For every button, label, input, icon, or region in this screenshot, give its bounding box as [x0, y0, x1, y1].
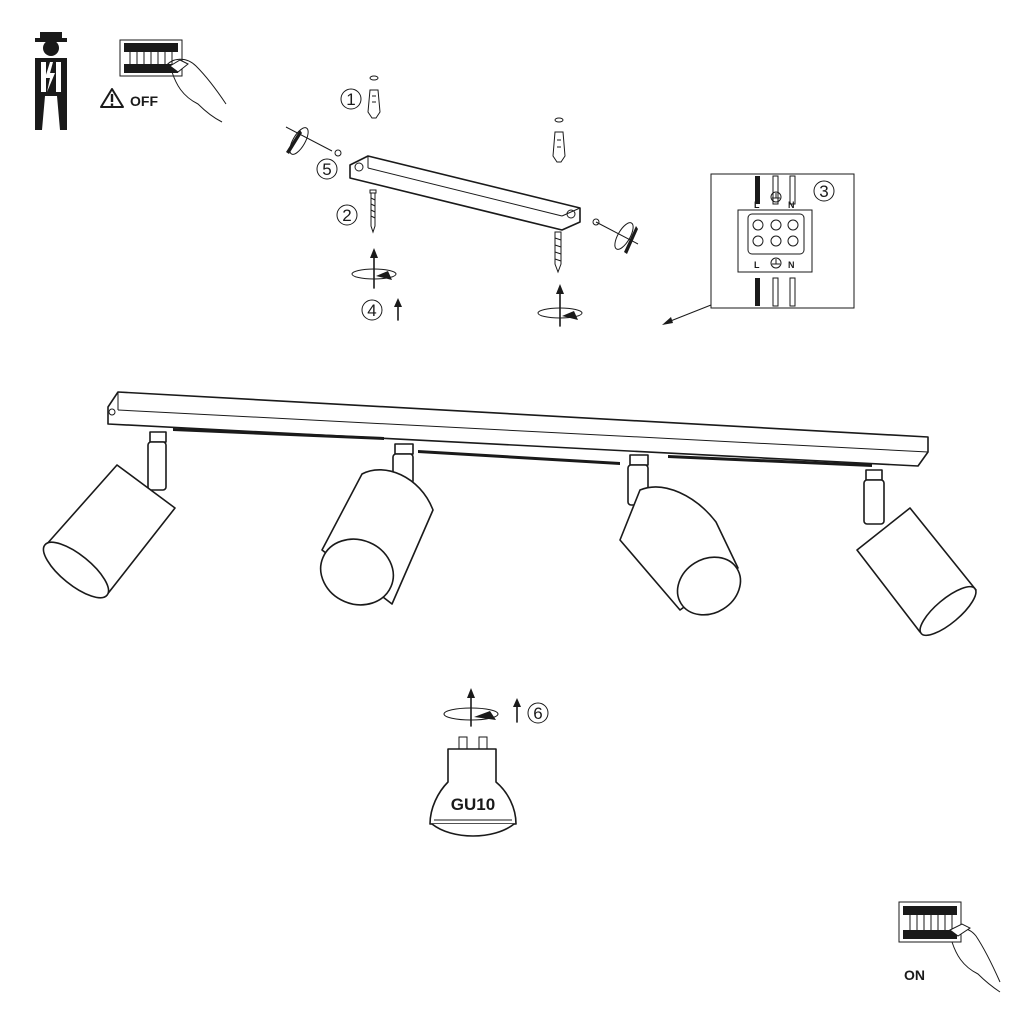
off-label: OFF	[130, 93, 158, 109]
up-arrow-step-6	[513, 698, 521, 723]
bulb-type-label: GU10	[451, 795, 495, 814]
rotate-arrow-right	[537, 284, 583, 327]
terminal-block-detail	[710, 173, 855, 309]
step-3-number: 3	[819, 182, 828, 201]
step-5-number: 5	[322, 160, 331, 179]
spot-head-3	[619, 454, 742, 616]
warning-triangle-icon	[100, 88, 124, 108]
earth-ground-icon	[770, 191, 782, 269]
spot-head-2	[319, 443, 434, 606]
step-5-marker: 5	[316, 158, 338, 180]
set-screw-left	[285, 126, 342, 157]
rotate-arrow-bulb	[443, 688, 499, 727]
fuse-box-icon-on	[898, 901, 1001, 993]
step-3-marker: 3	[813, 180, 835, 202]
spot-head-1	[42, 431, 176, 599]
screw-left	[369, 189, 377, 234]
spot-head-4	[856, 469, 977, 637]
step-4-marker: 4	[361, 299, 383, 321]
pointer-arrow	[662, 304, 712, 325]
wall-plug-left	[367, 75, 381, 119]
step-1-marker: 1	[340, 88, 362, 110]
wall-plug-right	[552, 117, 566, 163]
on-label: ON	[904, 967, 925, 983]
mounting-bracket	[349, 155, 581, 231]
step-2-marker: 2	[336, 204, 358, 226]
step-6-number: 6	[533, 704, 542, 723]
gu10-bulb	[429, 736, 517, 837]
screw-right	[554, 231, 562, 274]
rotate-arrow-left	[351, 248, 397, 289]
spotlight-bar	[107, 391, 929, 467]
up-arrow-step-4	[394, 298, 402, 321]
step-1-number: 1	[346, 90, 355, 109]
terminal-live-bottom: L	[754, 260, 760, 270]
terminal-live-top: L	[754, 200, 760, 210]
step-4-number: 4	[367, 301, 376, 320]
terminal-neutral-top: N	[788, 200, 795, 210]
terminal-neutral-bottom: N	[788, 260, 795, 270]
step-6-marker: 6	[527, 702, 549, 724]
step-2-number: 2	[342, 206, 351, 225]
set-screw-right	[592, 218, 639, 254]
electrician-icon	[35, 32, 67, 130]
fuse-box-icon	[119, 39, 227, 123]
